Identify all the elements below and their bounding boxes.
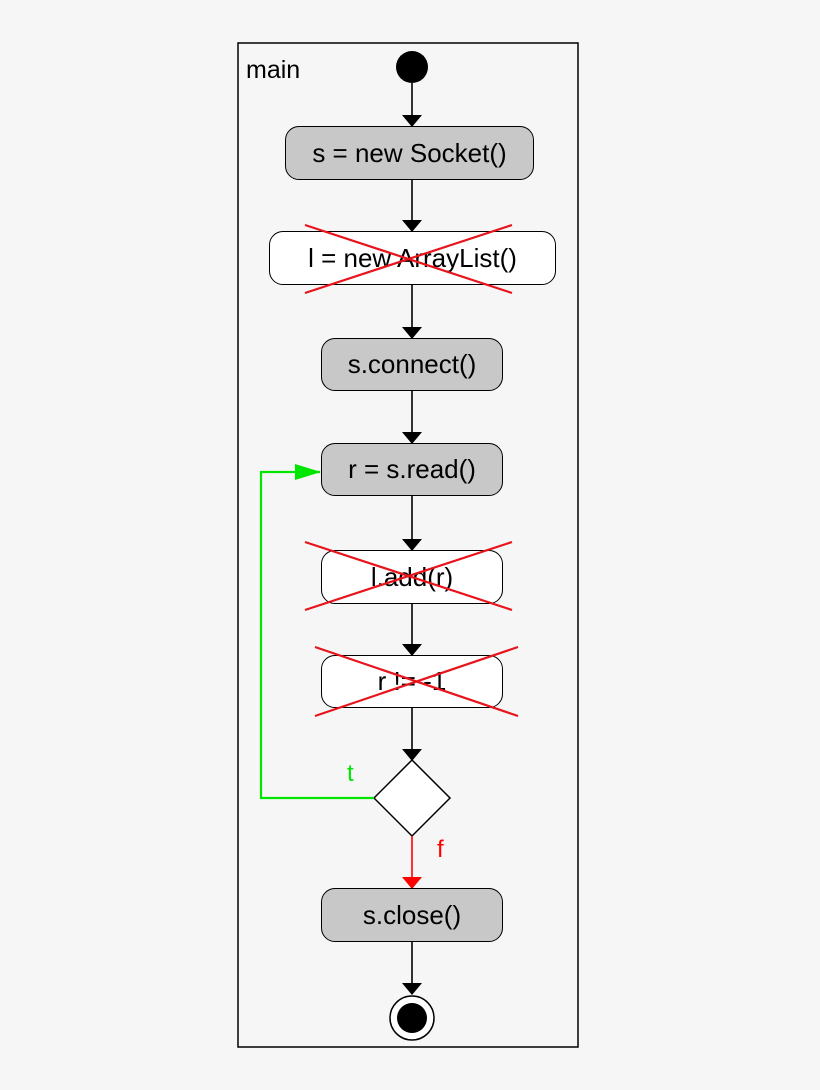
- action-connect: s.connect(): [321, 338, 503, 391]
- final-node: [397, 1003, 427, 1033]
- action-list-add: l.add(r): [321, 550, 503, 604]
- action-close: s.close(): [321, 888, 503, 942]
- action-arraylist-create: l = new ArrayList(): [269, 231, 556, 285]
- initial-node: [396, 51, 428, 83]
- edge-decision-true-loop: [259, 464, 374, 800]
- action-read: r = s.read(): [321, 443, 503, 496]
- action-check-eof: r != -1: [321, 655, 503, 708]
- guard-true-label: t: [347, 760, 354, 787]
- frame-label: main: [246, 56, 301, 84]
- guard-false-label: f: [437, 836, 444, 863]
- action-socket-create: s = new Socket(): [285, 126, 534, 180]
